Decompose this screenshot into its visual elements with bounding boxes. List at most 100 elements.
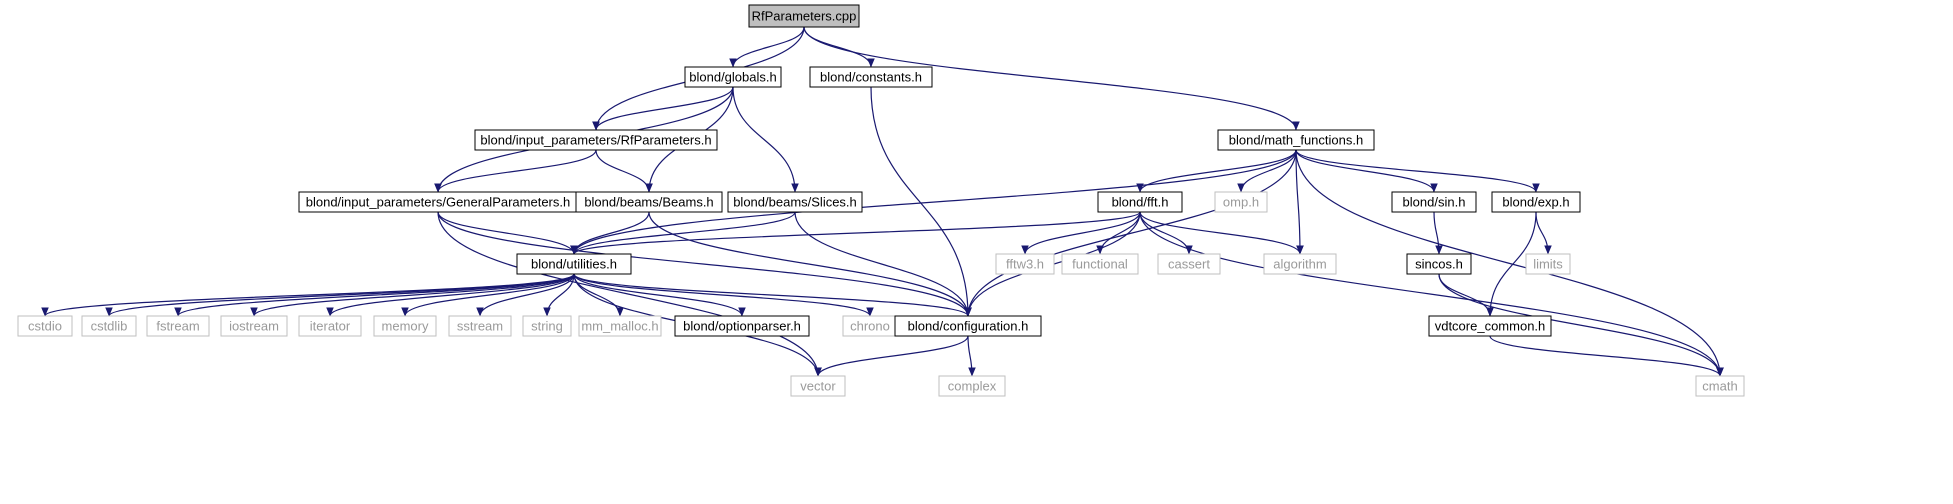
node-label-globals: blond/globals.h <box>689 70 776 85</box>
node-utilities[interactable]: blond/utilities.h <box>516 253 632 275</box>
node-mathf[interactable]: blond/math_functions.h <box>1217 129 1375 151</box>
node-box-cstdlib <box>81 315 137 337</box>
node-vdtcore[interactable]: vdtcore_common.h <box>1428 315 1552 337</box>
node-exp[interactable]: blond/exp.h <box>1491 191 1581 213</box>
edge-fft-to-cassert <box>1139 211 1193 255</box>
node-rfparams[interactable]: blond/input_parameters/RfParameters.h <box>474 129 718 151</box>
node-sin[interactable]: blond/sin.h <box>1391 191 1477 213</box>
node-sstream: sstream <box>448 315 512 337</box>
node-label-functional: functional <box>1072 257 1128 272</box>
edge-slices-to-utilities <box>570 211 796 255</box>
node-box-string <box>522 315 572 337</box>
node-label-string: string <box>531 319 563 334</box>
node-constants[interactable]: blond/constants.h <box>809 66 933 88</box>
edge-layer <box>41 26 1724 377</box>
edge-genparams-to-vector <box>437 211 822 377</box>
node-vector: vector <box>790 375 846 397</box>
node-box-beams <box>575 191 723 213</box>
node-string: string <box>522 315 572 337</box>
node-label-sstream: sstream <box>457 319 503 334</box>
node-chrono: chrono <box>842 315 898 337</box>
node-limits: limits <box>1525 253 1571 275</box>
node-label-fftw3: fftw3.h <box>1006 257 1044 272</box>
node-box-cassert <box>1157 253 1221 275</box>
node-box-iostream <box>220 315 288 337</box>
node-optionparser[interactable]: blond/optionparser.h <box>674 315 810 337</box>
node-label-mathf: blond/math_functions.h <box>1229 133 1363 148</box>
node-label-sin: blond/sin.h <box>1403 195 1466 210</box>
node-iterator: iterator <box>298 315 362 337</box>
edge-fft-to-algorithm <box>1139 211 1304 255</box>
node-label-algorithm: algorithm <box>1273 257 1326 272</box>
node-label-fstream: fstream <box>156 319 199 334</box>
node-root[interactable]: RfParameters.cpp <box>748 4 860 28</box>
node-cstdlib: cstdlib <box>81 315 137 337</box>
edge-vdtcore-to-cmath <box>1489 335 1724 377</box>
node-globals[interactable]: blond/globals.h <box>684 66 782 88</box>
edge-root-to-mathf <box>803 26 1300 131</box>
node-genparams[interactable]: blond/input_parameters/GeneralParameters… <box>298 191 578 213</box>
node-label-slices: blond/beams/Slices.h <box>733 195 857 210</box>
node-label-memory: memory <box>382 319 429 334</box>
node-complex: complex <box>938 375 1006 397</box>
node-label-omp: omp.h <box>1223 195 1259 210</box>
node-box-fstream <box>146 315 210 337</box>
node-slices[interactable]: blond/beams/Slices.h <box>727 191 863 213</box>
node-label-fft: blond/fft.h <box>1112 195 1169 210</box>
node-box-fft <box>1097 191 1183 213</box>
node-box-configuration <box>894 315 1042 337</box>
node-label-cassert: cassert <box>1168 257 1210 272</box>
node-configuration[interactable]: blond/configuration.h <box>894 315 1042 337</box>
node-cmath: cmath <box>1695 375 1745 397</box>
node-label-cstdlib: cstdlib <box>91 319 128 334</box>
node-label-vdtcore: vdtcore_common.h <box>1435 319 1546 334</box>
node-fft[interactable]: blond/fft.h <box>1097 191 1183 213</box>
node-label-constants: blond/constants.h <box>820 70 922 85</box>
node-box-mm_malloc <box>578 315 662 337</box>
edge-mathf-to-configuration <box>964 149 1297 317</box>
node-box-vector <box>790 375 846 397</box>
node-beams[interactable]: blond/beams/Beams.h <box>575 191 723 213</box>
node-iostream: iostream <box>220 315 288 337</box>
node-label-chrono: chrono <box>850 319 890 334</box>
edge-fft-to-utilities <box>570 211 1141 255</box>
edge-globals-to-slices <box>732 86 799 193</box>
node-algorithm: algorithm <box>1263 253 1337 275</box>
node-box-utilities <box>516 253 632 275</box>
node-label-beams: blond/beams/Beams.h <box>584 195 713 210</box>
edge-globals-to-rfparams <box>592 86 734 131</box>
edge-sincos-to-cmath <box>1438 273 1724 377</box>
edge-utilities-to-iostream <box>250 273 575 317</box>
node-box-rfparams <box>474 129 718 151</box>
edge-beams-to-configuration <box>648 211 972 317</box>
node-sincos[interactable]: sincos.h <box>1406 253 1472 275</box>
edge-exp-to-vdtcore <box>1486 211 1537 317</box>
node-box-slices <box>727 191 863 213</box>
edge-mathf-to-sin <box>1295 149 1438 193</box>
node-box-constants <box>809 66 933 88</box>
node-label-cstdio: cstdio <box>28 319 62 334</box>
node-memory: memory <box>373 315 437 337</box>
node-label-sincos: sincos.h <box>1415 257 1463 272</box>
node-label-cmath: cmath <box>1702 379 1737 394</box>
edge-beams-to-utilities <box>570 211 650 255</box>
edge-mathf-to-cmath <box>1295 149 1724 377</box>
node-label-genparams: blond/input_parameters/GeneralParameters… <box>306 195 570 210</box>
edge-rfparams-to-genparams <box>434 149 597 193</box>
edge-mathf-to-omp <box>1237 149 1297 193</box>
node-box-sincos <box>1406 253 1472 275</box>
edge-utilities-to-fstream <box>174 273 575 317</box>
edge-mathf-to-exp <box>1295 149 1540 193</box>
node-label-iterator: iterator <box>310 319 351 334</box>
edge-sincos-to-vdtcore <box>1438 273 1494 317</box>
node-box-optionparser <box>674 315 810 337</box>
edge-genparams-to-utilities <box>437 211 578 255</box>
edge-utilities-to-string <box>543 273 575 317</box>
edge-utilities-to-sstream <box>476 273 575 317</box>
edge-utilities-to-optionparser <box>573 273 746 317</box>
node-label-mm_malloc: mm_malloc.h <box>581 319 658 334</box>
node-box-memory <box>373 315 437 337</box>
edge-constants-to-configuration <box>870 86 972 317</box>
edge-configuration-to-complex <box>967 335 976 377</box>
